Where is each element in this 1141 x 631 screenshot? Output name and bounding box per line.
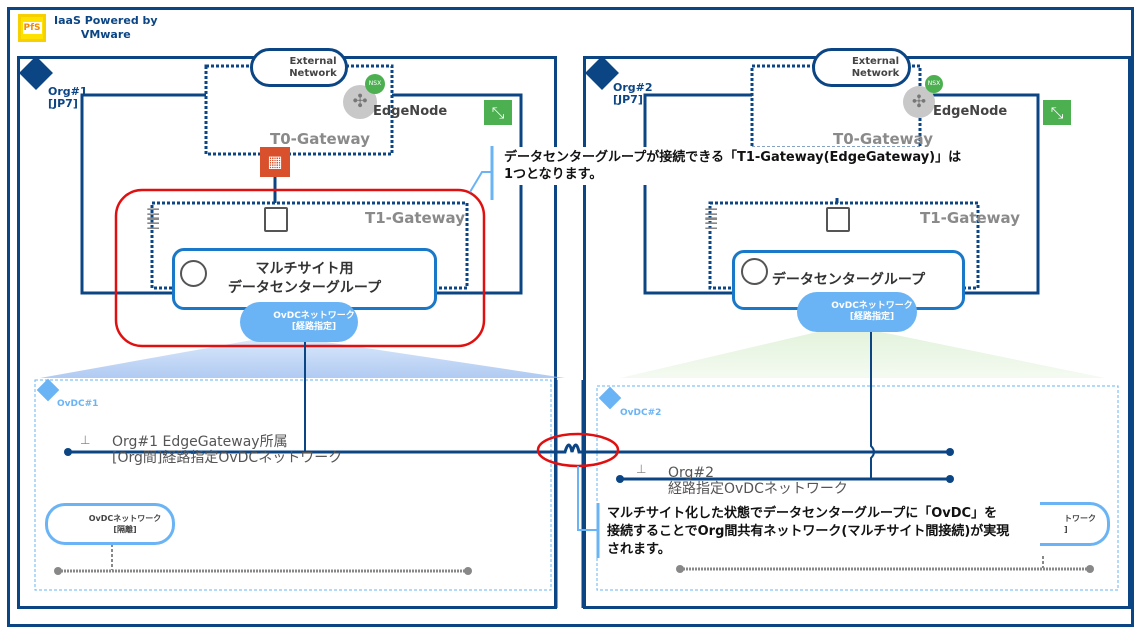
brand-title-2: VMware (80, 28, 131, 41)
crosshair-icon (741, 258, 768, 285)
bottom-callout-3: されます。 (607, 542, 671, 557)
top-callout: データセンターグループが接続できる「T1-Gateway(EdgeGateway… (500, 147, 966, 185)
org2-net-1: Org#2 (668, 465, 715, 481)
org1-name: Org#1 (48, 85, 88, 98)
org1-region: [JP7] (48, 97, 78, 110)
crosshair-icon (180, 260, 207, 287)
ovdc1-box (34, 379, 552, 591)
org1-scope-fan (40, 335, 565, 378)
ext-net2-2: Network (851, 67, 900, 79)
ovdc2-label: OvDC#2 (620, 408, 662, 418)
org2-scope-fan (620, 325, 1105, 378)
edgenode-icon: ⤡ (484, 100, 512, 125)
edgenode-icon: ⤡ (1043, 100, 1071, 125)
nsx-badge: NSX (365, 74, 385, 94)
switch-icon: ☰☰ (146, 205, 161, 233)
ext-net-1: External (289, 55, 337, 67)
isolated-ovdc-network[interactable]: OvDCネットワーク [隔離] (45, 503, 175, 545)
bottom-callout-1: マルチサイト化した状態でデータセンターグループに「OvDC」を (607, 506, 998, 521)
org1-t1-label: T1-Gateway (365, 209, 465, 227)
org1-ovdc-network[interactable]: OvDCネットワーク[経路指定] (240, 302, 358, 342)
shared-network-line (68, 443, 950, 454)
org2-datacenter-group[interactable]: データセンターグループ (732, 250, 965, 310)
ext-net-2: Network (289, 67, 337, 79)
dcg1-line1: マルチサイト用 (255, 261, 354, 277)
org2-region: [JP7] (613, 93, 643, 106)
bottom-callout: マルチサイト化した状態でデータセンターグループに「OvDC」を接続することでOr… (604, 505, 1013, 559)
outer-frame (7, 7, 1134, 627)
logo: PfS (18, 14, 46, 42)
org2-ovdc-network[interactable]: OvDCネットワーク[経路指定] (797, 292, 917, 332)
dcg1-line2: データセンターグループ (227, 280, 382, 296)
logo-text: PfS (22, 22, 42, 34)
bottom-callout-2: 接続することでOrg間共有ネットワーク(マルチサイト間接続)が実現 (607, 524, 1010, 539)
org2-isolated-network-partial[interactable]: トワーク] (1040, 502, 1110, 546)
org2-t0-label: T0-Gateway (833, 130, 933, 148)
org1-net-1: Org#1 EdgeGateway所属 (112, 434, 288, 450)
top-callout-1: データセンターグループが接続できる「T1-Gateway(EdgeGateway… (504, 150, 962, 165)
ovdc1-net-1: OvDCネットワーク (273, 311, 355, 321)
org2-label: Org#2[JP7] (613, 82, 653, 106)
partial-2: ] (1064, 525, 1068, 534)
org1-t0-label: T0-Gateway (270, 130, 370, 148)
isolated-2: [隔離] (113, 525, 137, 534)
ethernet-port-icon (264, 207, 288, 232)
ext-net2-1: External (851, 55, 900, 67)
ovdc2-box (596, 385, 1119, 591)
network-icon: ⊥ (636, 462, 647, 476)
dcg2-line1: データセンターグループ (771, 271, 926, 288)
org1-net-2: [Org間]経路指定OvDCネットワーク (112, 450, 343, 466)
org2-net-2: 経路指定OvDCネットワーク (668, 481, 848, 497)
nsx-badge: NSX (925, 75, 943, 93)
firewall-icon: ▦ (260, 147, 290, 177)
bottom-callout-connector (577, 466, 598, 531)
org2-edgenode-label: EdgeNode (933, 104, 1008, 119)
org2-t1-label: T1-Gateway (920, 209, 1020, 227)
org1-network-label: Org#1 EdgeGateway所属[Org間]経路指定OvDCネットワーク (112, 434, 342, 466)
isolated-1: OvDCネットワーク (88, 514, 162, 523)
ovdc1-label: OvDC#1 (57, 399, 99, 409)
ovdc1-net-2: [経路指定] (291, 322, 337, 332)
org1-datacenter-group[interactable]: マルチサイト用データセンターグループ (172, 248, 437, 310)
switch-icon: ☰☰ (704, 205, 719, 233)
org1-label: Org#1[JP7] (48, 86, 88, 110)
ovdc2-net-1: OvDCネットワーク (831, 301, 913, 311)
partial-1: トワーク (1064, 514, 1096, 523)
router-icon: ✣ (903, 86, 935, 118)
top-callout-connector (469, 171, 492, 193)
network-icon: ⊥ (80, 433, 91, 447)
org1-edgenode-label: EdgeNode (373, 104, 448, 119)
org2-name: Org#2 (613, 81, 653, 94)
ethernet-port-icon (826, 207, 850, 232)
ovdc2-net-2: [経路指定] (849, 312, 895, 322)
brand-title-1: IaaS Powered by (54, 14, 158, 27)
org1-highlight (114, 188, 486, 348)
top-callout-2: 1つとなります。 (504, 167, 603, 182)
